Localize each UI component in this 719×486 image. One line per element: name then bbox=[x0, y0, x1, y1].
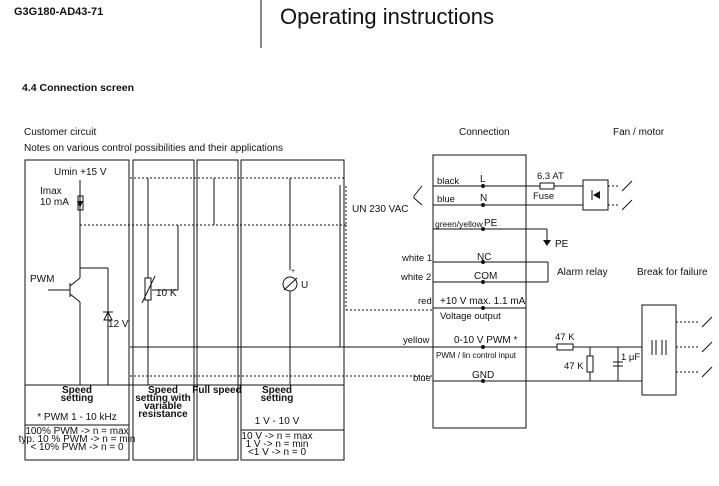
resistor-47k-series bbox=[556, 343, 574, 351]
col4-line3: <1 V -> n = 0 bbox=[248, 447, 307, 458]
alarm-relay-label: Alarm relay bbox=[557, 267, 608, 278]
box-pwm bbox=[24, 159, 130, 461]
terminal-com: COM bbox=[474, 271, 497, 282]
mains-label: UN 230 VAC bbox=[352, 204, 409, 215]
doc-code: G3G180-AD43-71 bbox=[14, 6, 103, 18]
pwm-label: PWM bbox=[30, 274, 54, 285]
wire-green-yellow: green/yellow bbox=[435, 219, 484, 229]
potentiometer bbox=[144, 277, 152, 301]
col2-line3: variable bbox=[144, 401, 182, 412]
pot-arrow bbox=[141, 275, 156, 304]
zener-label: 12 V bbox=[108, 319, 129, 330]
terminal-l: L bbox=[480, 174, 486, 185]
pe-out-label: PE bbox=[555, 239, 569, 250]
col1-line3: < 10% PWM -> n = 0 bbox=[30, 442, 124, 453]
col4-title1: Speed bbox=[262, 385, 292, 396]
break-failure-label: Break for failure bbox=[637, 267, 708, 278]
col1-title2: setting bbox=[61, 393, 94, 404]
zener-diode-icon bbox=[103, 310, 113, 321]
wire-blue-n: blue bbox=[437, 194, 455, 205]
mains-bracket bbox=[413, 185, 423, 206]
cap-label: 1 μF bbox=[621, 352, 640, 363]
voltmeter-label: U bbox=[301, 280, 308, 291]
box-full-speed bbox=[196, 159, 239, 461]
fuse-label: Fuse bbox=[533, 191, 554, 202]
col1-title1: Speed bbox=[62, 385, 92, 396]
resistor-47k-shunt bbox=[586, 355, 594, 373]
notes-label: Notes on various control possibilities a… bbox=[24, 143, 283, 154]
diode-icon bbox=[593, 191, 600, 199]
wire-yellow: yellow bbox=[403, 335, 430, 346]
terminal-10v: +10 V max. 1.1 mA bbox=[440, 296, 526, 307]
r1-label: 47 K bbox=[555, 332, 575, 343]
terminal-nc: NC bbox=[477, 252, 491, 263]
pot-label: 10 K bbox=[156, 288, 177, 299]
wire-black: black bbox=[437, 176, 459, 187]
terminal-control: 0-10 V PWM * bbox=[454, 335, 517, 346]
col2-line2: setting with bbox=[135, 393, 191, 404]
col4-range: 1 V - 10 V bbox=[255, 416, 300, 427]
svg-text:+: + bbox=[291, 268, 295, 275]
imax-label: Imax bbox=[40, 186, 62, 197]
fuse-icon bbox=[539, 182, 555, 190]
box-voltage bbox=[240, 159, 345, 461]
optocoupler-box bbox=[641, 304, 677, 396]
connection-label: Connection bbox=[459, 127, 510, 138]
page-title: Operating instructions bbox=[280, 4, 494, 29]
col1-line1: 100% PWM -> n = max bbox=[25, 426, 128, 437]
fuse-rating: 6.3 AT bbox=[537, 171, 564, 182]
col2-line4: resistance bbox=[138, 409, 188, 420]
box-resistance bbox=[132, 159, 195, 461]
imax-value: 10 mA bbox=[40, 197, 69, 208]
control-input-label: PWM / lin control input bbox=[436, 351, 517, 360]
col4-line2: 1 V -> n = min bbox=[246, 439, 309, 450]
col4-line1: 10 V -> n = max bbox=[241, 431, 312, 442]
r2-label: 47 K bbox=[564, 361, 584, 372]
col3-line1: Full speed bbox=[192, 385, 241, 396]
terminal-pe: PE bbox=[484, 218, 498, 229]
wire-white2: white 2 bbox=[400, 272, 431, 283]
col1-pwm-freq: * PWM 1 - 10 kHz bbox=[37, 412, 116, 423]
connection-box bbox=[432, 154, 527, 429]
pe-arrow-icon bbox=[543, 240, 551, 246]
imax-resistor bbox=[77, 195, 84, 211]
customer-circuit-label: Customer circuit bbox=[24, 127, 96, 138]
terminal-n: N bbox=[480, 193, 487, 204]
col1-line2: typ. 10 % PWM -> n = min bbox=[19, 434, 136, 445]
umin-label: Umin +15 V bbox=[54, 167, 107, 178]
wire-red: red bbox=[418, 296, 432, 307]
terminal-gnd: GND bbox=[472, 370, 494, 381]
fan-motor-label: Fan / motor bbox=[613, 127, 665, 138]
section-heading: 4.4 Connection screen bbox=[22, 82, 134, 94]
col2-line1: Speed bbox=[148, 385, 178, 396]
wire-white1: white 1 bbox=[401, 253, 432, 264]
col4-title2: setting bbox=[261, 393, 294, 404]
wire-blue-gnd: blue bbox=[413, 373, 431, 384]
voltage-output-label: Voltage output bbox=[440, 311, 501, 322]
